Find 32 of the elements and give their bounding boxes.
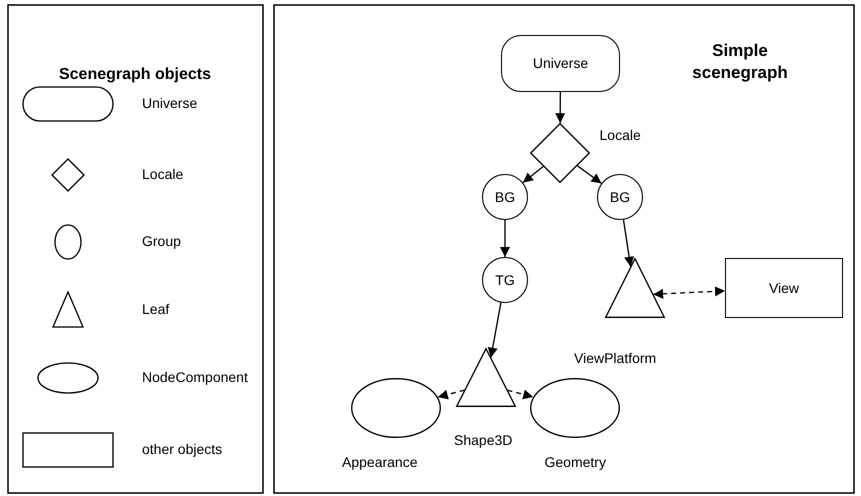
node-label: BG [610,188,630,206]
node-label: Locale [600,126,641,144]
legend-label: Group [142,233,181,250]
legend-heading: Scenegraph objects [58,65,212,85]
node-label: Universe [532,55,588,72]
arrow [576,165,602,184]
rounded-rect-node [501,35,620,92]
circle-node [597,174,643,220]
node-label: View [768,280,800,296]
node-label: Geometry [544,454,606,470]
legend-label: Universe [142,95,198,112]
legend-label: Leaf [142,301,170,318]
circle-node [482,174,528,220]
node-label: ViewPlatform [574,350,656,366]
legend-label: Locale [142,166,184,183]
diagram-title: Simple scenegraph [691,40,789,84]
circle-node [482,257,528,303]
arrow [522,166,544,184]
arrow [500,220,510,257]
arrow [555,92,566,124]
dashed-arrow [438,390,465,400]
node-label: TG [495,272,515,288]
arrow [488,302,502,358]
node-label: Shape3D [454,432,512,448]
dashed-arrow [507,390,534,400]
legend-label: NodeComponent [142,369,248,386]
rectangle-node [725,258,843,318]
node-label: Appearance [342,454,418,470]
node-label: BG [494,188,516,206]
legend-label: other objects [142,441,222,458]
arrow [622,220,634,267]
dashed-arrow [653,286,726,299]
